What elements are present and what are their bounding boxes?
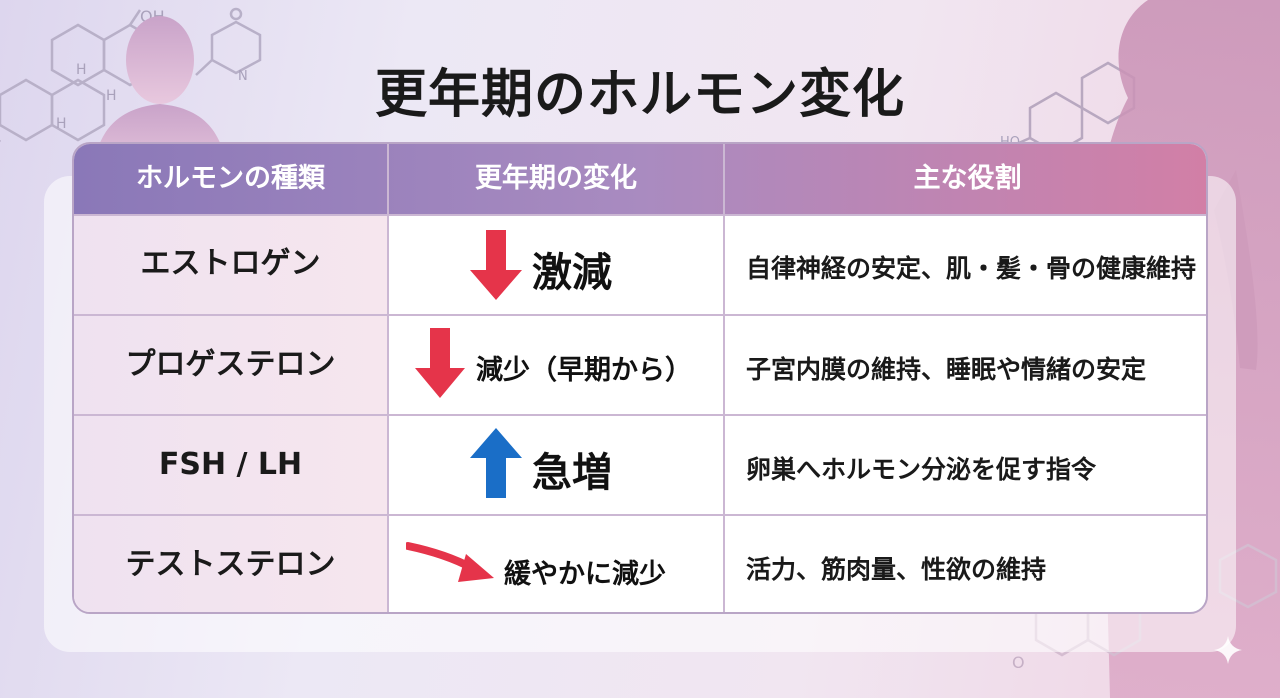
role-fsh-lh: 卵巣へホルモン分泌を促す指令: [746, 455, 1097, 484]
bg-label-n: N: [238, 69, 248, 84]
row-divider: [74, 414, 1206, 416]
header-role: 主な役割: [913, 163, 1022, 194]
table-row-estrogen-name: エストロゲン: [74, 214, 387, 314]
bg-label-h1: H: [76, 62, 87, 78]
change-estrogen: 激減: [532, 250, 612, 296]
diagonal-down-arrow-icon: [406, 542, 494, 582]
hormone-name: FSH / LH: [158, 447, 303, 482]
row-divider: [74, 214, 1206, 216]
change-progesterone: 減少（早期から）: [476, 355, 692, 386]
role-estrogen: 自律神経の安定、肌・髪・骨の健康維持: [746, 254, 1197, 283]
bg-label-o: O: [1012, 653, 1025, 672]
change-fsh-lh: 急増: [532, 450, 612, 496]
row-divider: [74, 514, 1206, 516]
molecule-structure-top: [195, 7, 262, 76]
hormone-name: プロゲステロン: [125, 347, 336, 382]
bg-label-h2: H: [56, 116, 67, 132]
hormone-name: エストロゲン: [140, 246, 321, 281]
bg-label-h3: H: [106, 88, 117, 104]
hormone-table: ホルモンの種類 更年期の変化 主な役割 エストロゲン 激減 自律神経の安定、肌・…: [72, 142, 1208, 614]
role-progesterone: 子宮内膜の維持、睡眠や情緒の安定: [746, 355, 1147, 384]
column-divider: [723, 144, 725, 612]
table-row-fsh-lh-name: FSH / LH: [74, 416, 387, 514]
sparkle-icon: [1214, 636, 1242, 664]
page-title: 更年期のホルモン変化: [374, 65, 905, 125]
change-testosterone: 緩やかに減少: [504, 559, 666, 590]
table-header-row: ホルモンの種類 更年期の変化 主な役割: [74, 144, 1206, 214]
up-arrow-icon: [470, 428, 522, 498]
hormone-name: テストステロン: [125, 547, 336, 582]
row-divider: [74, 314, 1206, 316]
down-arrow-icon: [415, 328, 465, 398]
column-divider: [387, 144, 389, 612]
header-change: 更年期の変化: [475, 163, 637, 194]
role-testosterone: 活力、筋肉量、性欲の維持: [746, 555, 1047, 584]
down-arrow-icon: [470, 230, 522, 300]
table-row-progesterone-name: プロゲステロン: [74, 316, 387, 414]
header-hormone-type: ホルモンの種類: [136, 163, 325, 194]
table-row-testosterone-name: テストステロン: [74, 516, 387, 612]
